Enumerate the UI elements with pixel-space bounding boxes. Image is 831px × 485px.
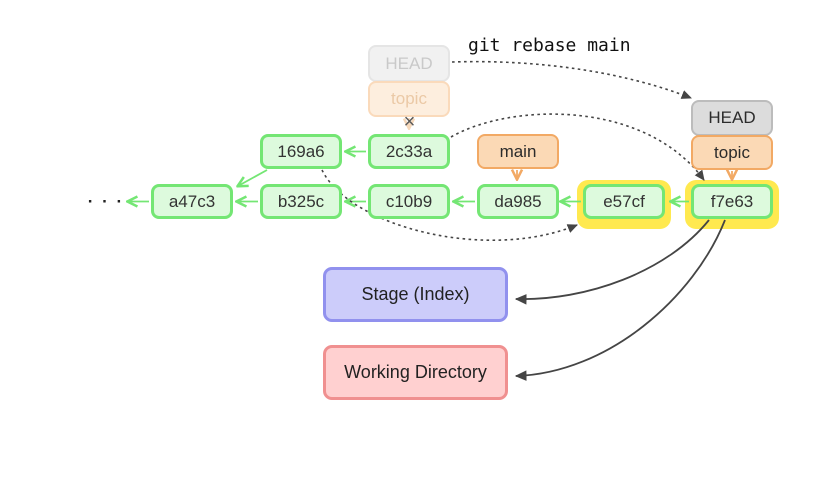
arrow-f7e63-to-working	[514, 219, 726, 381]
command-label: git rebase main	[468, 35, 631, 56]
commit-parent-arrows	[128, 152, 689, 202]
working-directory-box: Working Directory	[323, 345, 508, 400]
commit-node-b325c: b325c	[260, 184, 342, 219]
commit-node-a47c3: a47c3	[151, 184, 233, 219]
commit-label: 2c33a	[385, 141, 433, 161]
checkout-arrows	[514, 219, 726, 381]
topic-ref-label: topic	[714, 142, 750, 162]
commit-label: f7e63	[710, 191, 754, 211]
main-ref-label: main	[499, 141, 537, 161]
commit-label: a47c3	[168, 191, 216, 211]
commit-node-da985: da985	[477, 184, 559, 219]
topic-ref: topic	[691, 135, 773, 170]
old-topic-ref: topic	[368, 81, 450, 117]
arrow-169a6-to-a47c3	[238, 169, 268, 186]
old-topic-label: topic	[391, 89, 427, 108]
commit-node-e57cf: e57cf	[583, 184, 665, 219]
old-head-label: HEAD	[385, 53, 433, 73]
old-head-ref: HEAD	[368, 45, 450, 82]
stage-index-label: Stage (Index)	[361, 284, 470, 304]
working-directory-label: Working Directory	[344, 362, 487, 382]
commit-label: 169a6	[277, 141, 325, 161]
commit-label: c10b9	[385, 191, 433, 211]
arrow-head-old-to-head-new	[451, 60, 692, 99]
commit-label: b325c	[277, 191, 325, 211]
arrow-f7e63-to-stage	[514, 219, 710, 305]
head-ref-label: HEAD	[708, 108, 756, 127]
commit-node-f7e63: f7e63	[691, 184, 773, 219]
commit-node-2c33a: 2c33a	[368, 134, 450, 169]
commit-node-c10b9: c10b9	[368, 184, 450, 219]
commit-label: e57cf	[603, 191, 645, 211]
rebase-dashed-arrows	[321, 60, 705, 242]
stage-index-box: Stage (Index)	[323, 267, 508, 322]
commit-node-169a6: 169a6	[260, 134, 342, 169]
ref-arrows	[517, 170, 732, 179]
history-ellipsis: · · ·	[87, 192, 125, 211]
main-ref: main	[477, 134, 559, 169]
broken-link-x-mark: ×	[403, 111, 416, 133]
commit-label: da985	[494, 191, 542, 211]
head-ref: HEAD	[691, 100, 773, 136]
